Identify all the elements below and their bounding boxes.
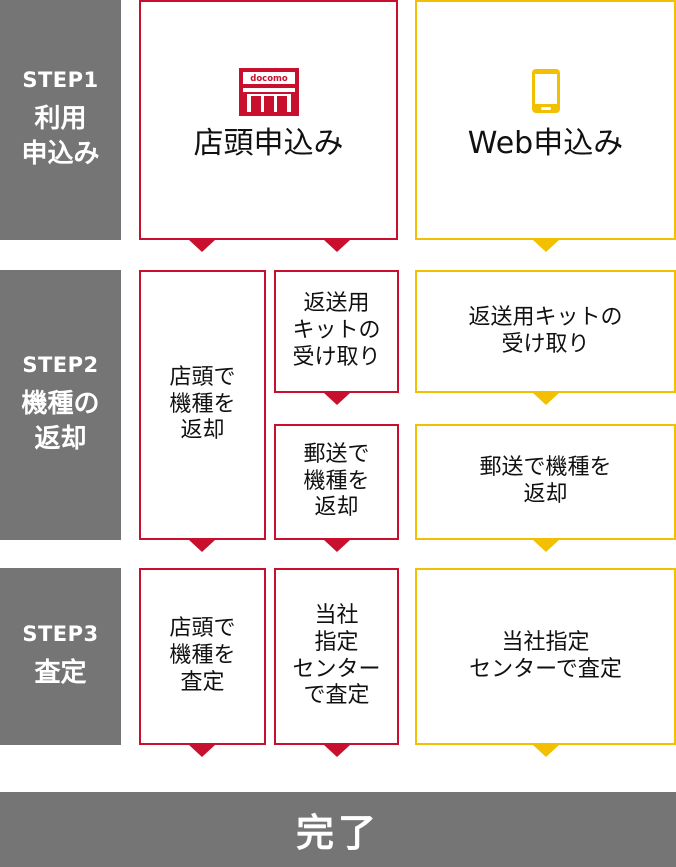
step-number: STEP1 bbox=[22, 68, 99, 93]
arrow-down-icon bbox=[324, 240, 350, 252]
center-assess-box: 当社 指定 センター で査定 bbox=[274, 568, 399, 745]
store-return-text: 店頭で 機種を 返却 bbox=[169, 364, 236, 444]
step2-label: STEP2 機種の 返却 bbox=[0, 270, 121, 540]
center-assess-text: 当社 指定 センター で査定 bbox=[292, 602, 381, 709]
store-application-box: docomo 店頭申込み bbox=[139, 0, 398, 240]
web-application-box: Web申込み bbox=[415, 0, 676, 240]
arrow-down-icon bbox=[189, 745, 215, 757]
arrow-down-icon bbox=[533, 540, 559, 552]
arrow-down-icon bbox=[324, 393, 350, 405]
kit-receive-box: 返送用 キットの 受け取り bbox=[274, 270, 399, 393]
store-assess-text: 店頭で 機種を 査定 bbox=[169, 616, 236, 695]
web-center-assess-text: 当社指定 センターで査定 bbox=[469, 629, 622, 682]
arrow-down-icon bbox=[189, 540, 215, 552]
step-number: STEP3 bbox=[22, 622, 99, 647]
arrow-down-icon bbox=[324, 540, 350, 552]
web-kit-receive-box: 返送用キットの 受け取り bbox=[415, 270, 676, 393]
docomo-shop-icon: docomo bbox=[238, 67, 299, 116]
web-mail-return-text: 郵送で機種を 返却 bbox=[479, 455, 612, 507]
step-title: 機種の 返却 bbox=[21, 388, 100, 454]
arrow-down-icon bbox=[533, 240, 559, 252]
arrow-down-icon bbox=[324, 745, 350, 757]
web-center-assess-box: 当社指定 センターで査定 bbox=[415, 568, 676, 745]
mail-return-text: 郵送で 機種を 返却 bbox=[303, 441, 370, 521]
step-number: STEP2 bbox=[22, 353, 99, 378]
step3-label: STEP3 査定 bbox=[0, 568, 121, 745]
step-title: 利用 申込み bbox=[21, 103, 100, 169]
step-title: 査定 bbox=[34, 657, 87, 688]
arrow-down-icon bbox=[533, 393, 559, 405]
store-application-label: 店頭申込み bbox=[193, 125, 344, 161]
web-application-label: Web申込み bbox=[467, 125, 624, 161]
web-mail-return-box: 郵送で機種を 返却 bbox=[415, 424, 676, 540]
arrow-down-icon bbox=[533, 745, 559, 757]
done-bar: 完了 bbox=[0, 792, 676, 867]
arrow-down-icon bbox=[189, 240, 215, 252]
store-assess-box: 店頭で 機種を 査定 bbox=[139, 568, 266, 745]
web-kit-receive-text: 返送用キットの 受け取り bbox=[468, 304, 623, 357]
store-return-box: 店頭で 機種を 返却 bbox=[139, 270, 266, 540]
smartphone-icon bbox=[531, 68, 560, 113]
docomo-logo-text: docomo bbox=[250, 74, 288, 84]
mail-return-box: 郵送で 機種を 返却 bbox=[274, 424, 399, 540]
kit-receive-text: 返送用 キットの 受け取り bbox=[292, 291, 381, 370]
done-label: 完了 bbox=[295, 811, 380, 855]
step1-label: STEP1 利用 申込み bbox=[0, 0, 121, 240]
